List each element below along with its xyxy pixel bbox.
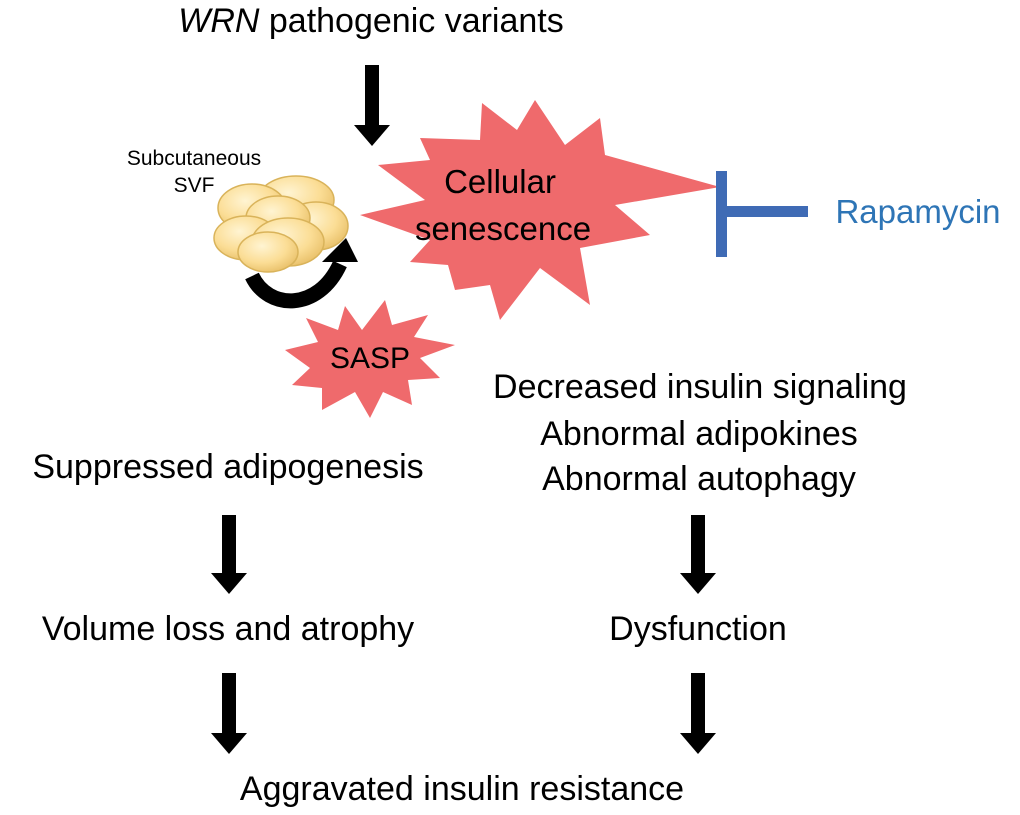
svf-label-line2: SVF xyxy=(174,174,215,197)
effect-abnormal-adipokines: Abnormal adipokines xyxy=(540,415,858,453)
adipocyte-cluster-icon xyxy=(213,175,349,273)
effect-abnormal-autophagy: Abnormal autophagy xyxy=(542,460,856,498)
effect-suppressed-adipogenesis: Suppressed adipogenesis xyxy=(32,448,423,486)
wrn-label-rest: pathogenic variants xyxy=(259,2,563,40)
inhibition-t-bar-icon xyxy=(716,171,808,257)
rapamycin-label: Rapamycin xyxy=(835,193,1000,230)
wrn-gene-name: WRN xyxy=(178,2,260,40)
sasp-starburst xyxy=(285,300,455,418)
title-wrn-variants: WRN pathogenic variants xyxy=(178,2,564,40)
effect-decreased-insulin-signaling: Decreased insulin signaling xyxy=(493,368,907,406)
arrow-down-icon xyxy=(211,515,247,594)
senescence-starburst xyxy=(360,100,720,320)
arrow-down-icon xyxy=(354,65,390,146)
outcome-volume-loss-atrophy: Volume loss and atrophy xyxy=(42,610,414,648)
senescence-label-line1: Cellular xyxy=(444,163,556,200)
senescence-label-line2: senescence xyxy=(415,210,591,247)
arrow-down-icon xyxy=(680,673,716,754)
final-aggravated-insulin-resistance: Aggravated insulin resistance xyxy=(240,770,684,808)
arrow-down-icon xyxy=(211,673,247,754)
outcome-dysfunction: Dysfunction xyxy=(609,610,787,648)
arrow-down-icon xyxy=(680,515,716,594)
svf-label-line1: Subcutaneous xyxy=(127,147,261,170)
sasp-label: SASP xyxy=(330,342,410,375)
cycle-arrow-icon xyxy=(245,238,358,309)
